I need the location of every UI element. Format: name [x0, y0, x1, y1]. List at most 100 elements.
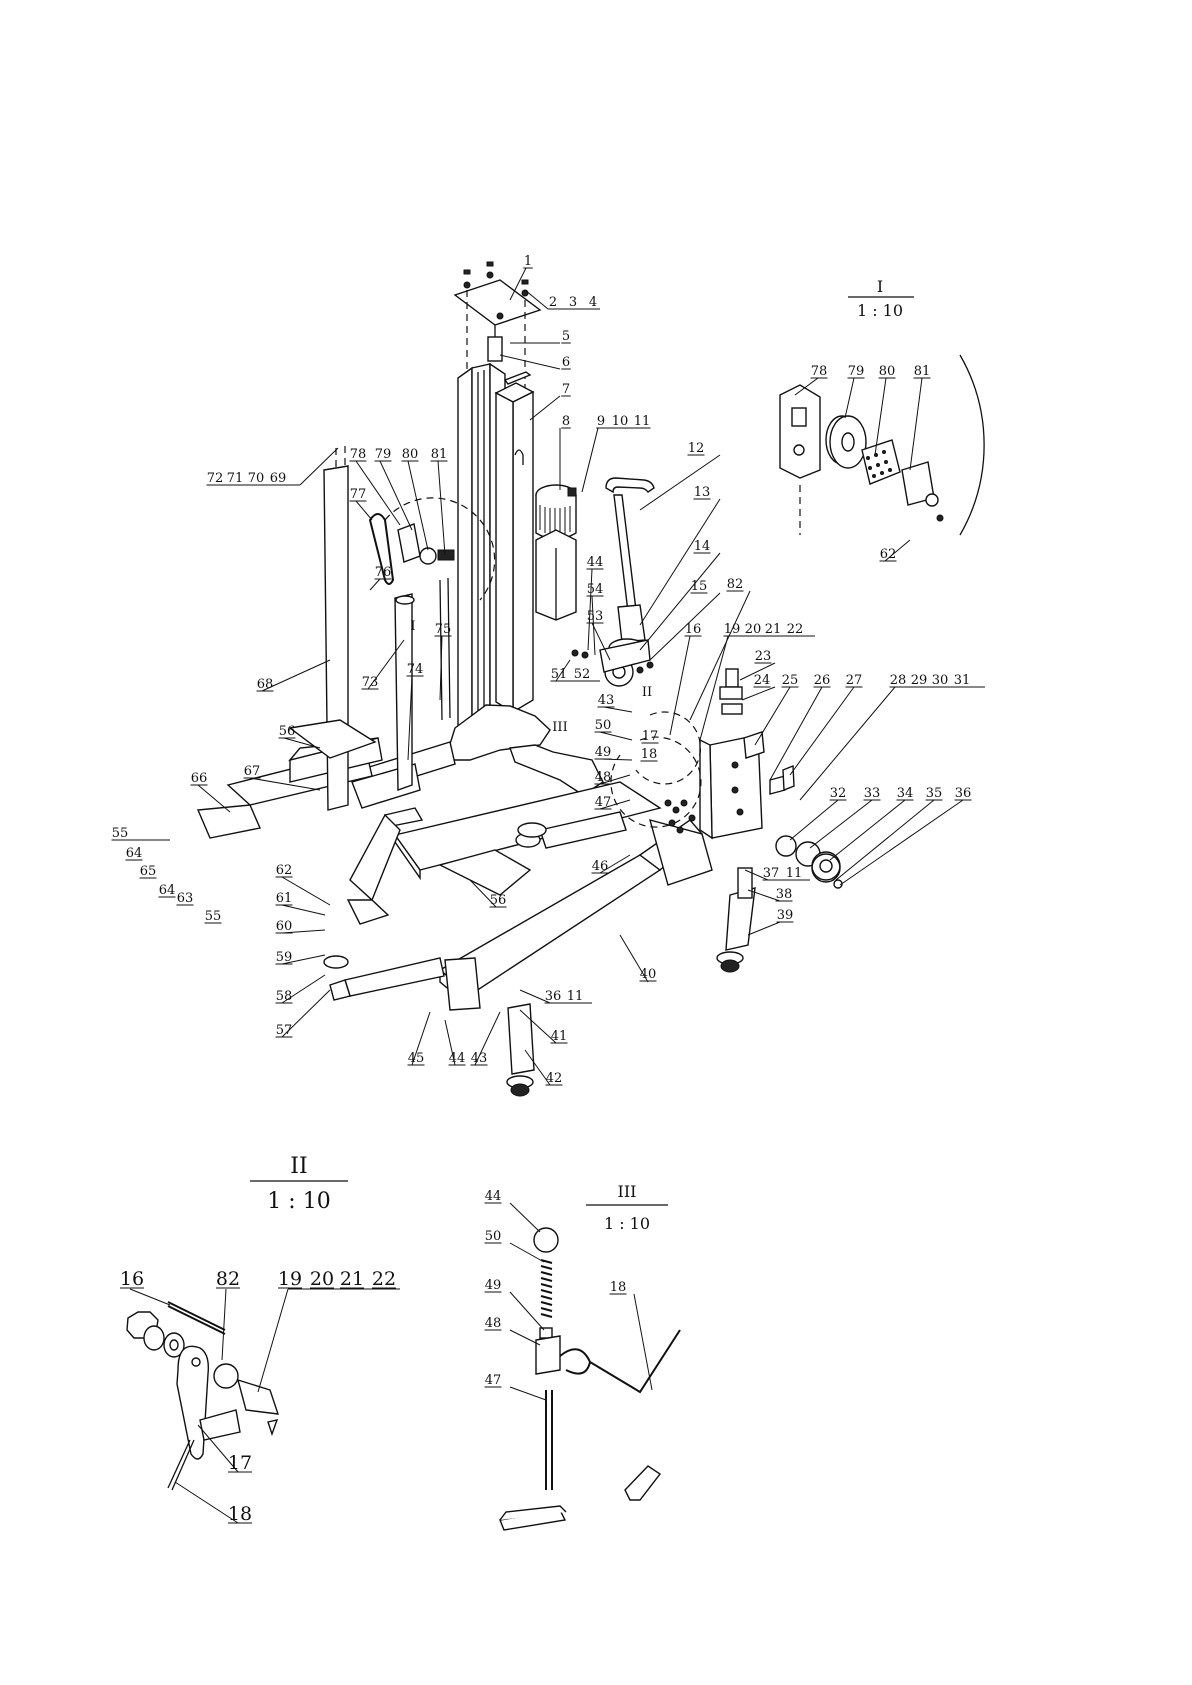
part-number-label: 43 — [598, 693, 615, 708]
top-cap-plate — [453, 261, 542, 395]
part-number-label: 4 — [589, 295, 597, 310]
detail-II-title: II — [290, 1154, 307, 1179]
detail-II-part-label: 18 — [228, 1503, 252, 1525]
detail-II-drawing — [126, 1301, 280, 1491]
part-number-label: 64 — [126, 846, 143, 861]
detail-III-part-label: 44 — [485, 1189, 502, 1204]
part-number-label: 81 — [431, 447, 448, 462]
detail-III-part-label: 48 — [485, 1316, 502, 1331]
detail-III-part-label: 50 — [485, 1229, 502, 1244]
part-number-label: 22 — [787, 622, 804, 637]
part-number-label: 80 — [402, 447, 419, 462]
detail-callout-label: I — [410, 619, 415, 634]
detail-I-part-label: 62 — [880, 547, 897, 562]
part-number-label: 36 — [955, 786, 972, 801]
part-number-label: 43 — [471, 1051, 488, 1066]
detail-II-part-label: 16 — [120, 1268, 144, 1290]
part-number-label: 40 — [640, 967, 657, 982]
detail-I-ring — [384, 497, 496, 601]
main-column — [457, 362, 535, 754]
part-number-label: 48 — [595, 770, 612, 785]
part-number-label: 76 — [375, 565, 392, 580]
part-number-label: 67 — [244, 764, 261, 779]
guide-bracket — [487, 325, 503, 362]
hydraulic-motor — [535, 484, 577, 621]
detail-III-ring — [610, 736, 702, 828]
part-number-label: 38 — [776, 887, 793, 902]
part-number-label: 45 — [408, 1051, 425, 1066]
part-number-label: 8 — [562, 414, 570, 429]
part-number-label: 44 — [449, 1051, 466, 1066]
detail-III-labels: 44 50 49 48 47 18 — [484, 1189, 627, 1388]
part-number-label: 15 — [691, 579, 708, 594]
detail-I-part-label: 80 — [879, 364, 896, 379]
detail-I-drawing — [779, 354, 985, 536]
scale-rules — [250, 296, 914, 1206]
part-number-label: 52 — [574, 667, 591, 682]
foot-pedals — [288, 719, 532, 896]
detail-III-title: III — [618, 1182, 637, 1201]
part-number-label: 75 — [435, 622, 452, 637]
part-number-label: 2 — [549, 295, 557, 310]
part-number-label: 34 — [897, 786, 914, 801]
part-number-label: 30 — [932, 673, 949, 688]
part-number-label: 57 — [276, 1023, 293, 1038]
part-number-label: 37 — [763, 866, 780, 881]
part-number-label: 64 — [159, 883, 176, 898]
part-number-label: 79 — [375, 447, 392, 462]
part-number-label: 29 — [911, 673, 928, 688]
part-number-label: 65 — [140, 864, 157, 879]
part-number-label: 13 — [694, 485, 711, 500]
part-number-label: 71 — [227, 471, 244, 486]
leader-lines — [118, 267, 985, 1524]
part-number-label: 44 — [587, 555, 604, 570]
part-number-label: 10 — [612, 414, 629, 429]
part-number-label: 55 — [112, 826, 129, 841]
part-number-label: 28 — [890, 673, 907, 688]
detail-II-ring — [635, 711, 702, 785]
part-number-label: 78 — [350, 447, 367, 462]
pump-handle — [571, 477, 655, 687]
detail-I-part-label: 81 — [914, 364, 931, 379]
part-number-label: 46 — [592, 859, 609, 874]
detail-III-part-label: 49 — [485, 1278, 502, 1293]
detail-II-part-label: 17 — [228, 1452, 252, 1474]
part-number-label: 17 — [642, 729, 659, 744]
part-number-label: 55 — [205, 909, 222, 924]
part-number-label: 56 — [279, 724, 296, 739]
part-number-label: 61 — [276, 891, 293, 906]
part-number-label: 53 — [587, 609, 604, 624]
part-number-label: 36 — [545, 989, 562, 1004]
part-number-label: 23 — [755, 649, 772, 664]
part-number-label: 47 — [595, 795, 612, 810]
part-number-label: 66 — [191, 771, 208, 786]
part-number-label: 6 — [562, 355, 570, 370]
detail-II-scale: 1 : 10 — [267, 1189, 330, 1214]
part-number-label: 35 — [926, 786, 943, 801]
detail-II-part-label: 20 — [310, 1268, 334, 1290]
part-number-label: 59 — [276, 950, 293, 965]
part-number-label: 18 — [641, 747, 658, 762]
part-number-label: 27 — [846, 673, 863, 688]
part-number-label: 54 — [587, 582, 604, 597]
part-number-label: 49 — [595, 745, 612, 760]
detail-callout-label: II — [642, 685, 652, 700]
detail-I-part-label: 79 — [848, 364, 865, 379]
part-number-label: 3 — [569, 295, 577, 310]
detail-III-part-label: 47 — [485, 1373, 502, 1388]
part-number-label: 32 — [830, 786, 847, 801]
part-number-label: 82 — [727, 577, 744, 592]
part-number-label: 14 — [694, 539, 711, 554]
part-number-label: 1 — [524, 254, 532, 269]
part-number-label: 51 — [551, 667, 568, 682]
detail-I-scale: 1 : 10 — [857, 301, 903, 320]
part-number-label: 56 — [490, 893, 507, 908]
part-number-label: 16 — [685, 622, 702, 637]
part-number-label: 50 — [595, 718, 612, 733]
part-number-label: 11 — [567, 989, 584, 1004]
part-number-label: 70 — [248, 471, 265, 486]
detail-III-part-label: 18 — [610, 1280, 627, 1295]
